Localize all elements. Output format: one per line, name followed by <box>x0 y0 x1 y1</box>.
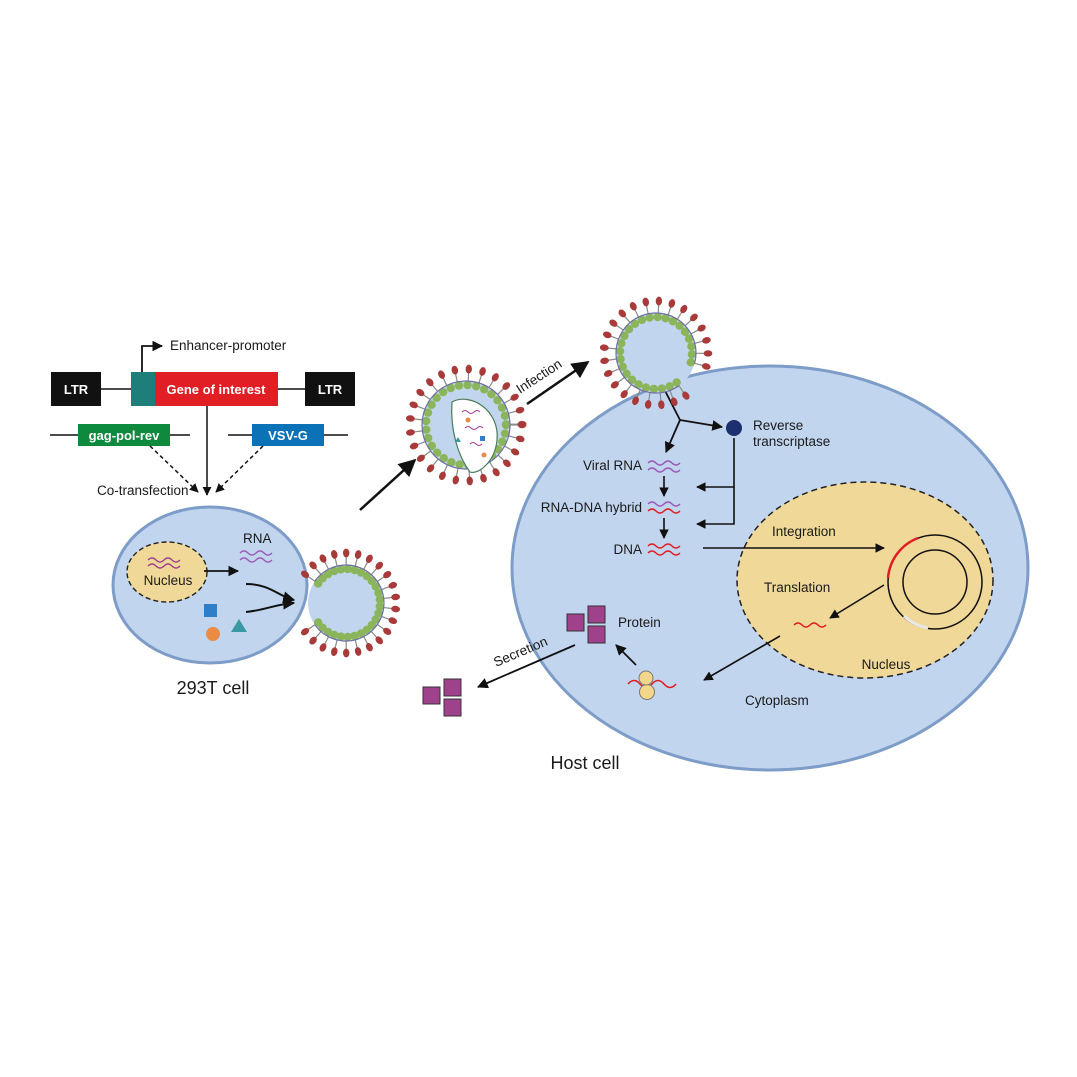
host-genome-inner-ring <box>902 549 968 615</box>
protein-triangle-icon <box>231 619 247 632</box>
hybrid-label: RNA-DNA hybrid <box>541 500 642 515</box>
entering-virus <box>599 296 713 410</box>
protein-cluster-icon <box>566 605 606 644</box>
viral-rna-label: Viral RNA <box>583 458 642 473</box>
translation-label: Translation <box>764 580 830 595</box>
reverse-transcriptase-label-1: Reverse <box>753 418 803 433</box>
mrna-cytoplasm <box>627 679 677 689</box>
host-nucleus-label: Nucleus <box>862 657 911 672</box>
mrna-in-nucleus <box>793 622 827 628</box>
integrated-dna-segment <box>886 536 919 579</box>
ribosome-large-icon <box>639 684 655 700</box>
dna-label: DNA <box>613 542 642 557</box>
gag-pol-rev-box <box>78 424 170 446</box>
cotransfection-label: Co-transfection <box>97 483 189 498</box>
host-cell: Nucleus Reverse transcriptase Viral RNA … <box>510 364 1030 773</box>
reverse-transcriptase-label-2: transcriptase <box>753 434 830 449</box>
producer-nucleus-label: Nucleus <box>144 573 193 588</box>
ltr-right-box <box>305 372 355 406</box>
cytoplasm-label: Cytoplasm <box>745 693 809 708</box>
reverse-transcriptase-icon <box>726 420 742 436</box>
ltr-left-label: LTR <box>64 382 89 397</box>
protein-circle-icon <box>206 627 220 641</box>
gene-of-interest-label: Gene of interest <box>167 382 267 397</box>
ribosome-small-icon <box>638 670 654 686</box>
producer-nucleus <box>126 541 208 603</box>
producer-cell-title: 293T cell <box>177 678 250 698</box>
producer-cell: Nucleus RNA 293T cell <box>111 505 309 698</box>
host-cell-title: Host cell <box>550 753 619 773</box>
promoter-label: Enhancer-promoter <box>170 338 287 353</box>
producer-rna-label: RNA <box>243 531 272 546</box>
integration-label: Integration <box>772 524 836 539</box>
gene-of-interest-box <box>155 372 278 406</box>
ltr-left-box <box>51 372 101 406</box>
promoter-arrow <box>141 340 164 372</box>
vsv-g-box <box>252 424 324 446</box>
promoter-box <box>131 372 155 406</box>
protein-square-icon <box>204 604 217 617</box>
construct-diagram: LTR Gene of interest LTR Enhancer-promot… <box>50 338 355 498</box>
secreted-protein-icon <box>422 678 462 717</box>
budding-virus <box>300 548 401 658</box>
vsv-g-label: VSV-G <box>268 428 308 443</box>
gag-pol-rev-label: gag-pol-rev <box>89 428 161 443</box>
ltr-right-label: LTR <box>318 382 343 397</box>
host-genome-outer-ring <box>887 534 983 630</box>
protein-label: Protein <box>618 615 661 630</box>
infection-label: Infection <box>513 356 564 396</box>
free-virion <box>405 364 527 486</box>
